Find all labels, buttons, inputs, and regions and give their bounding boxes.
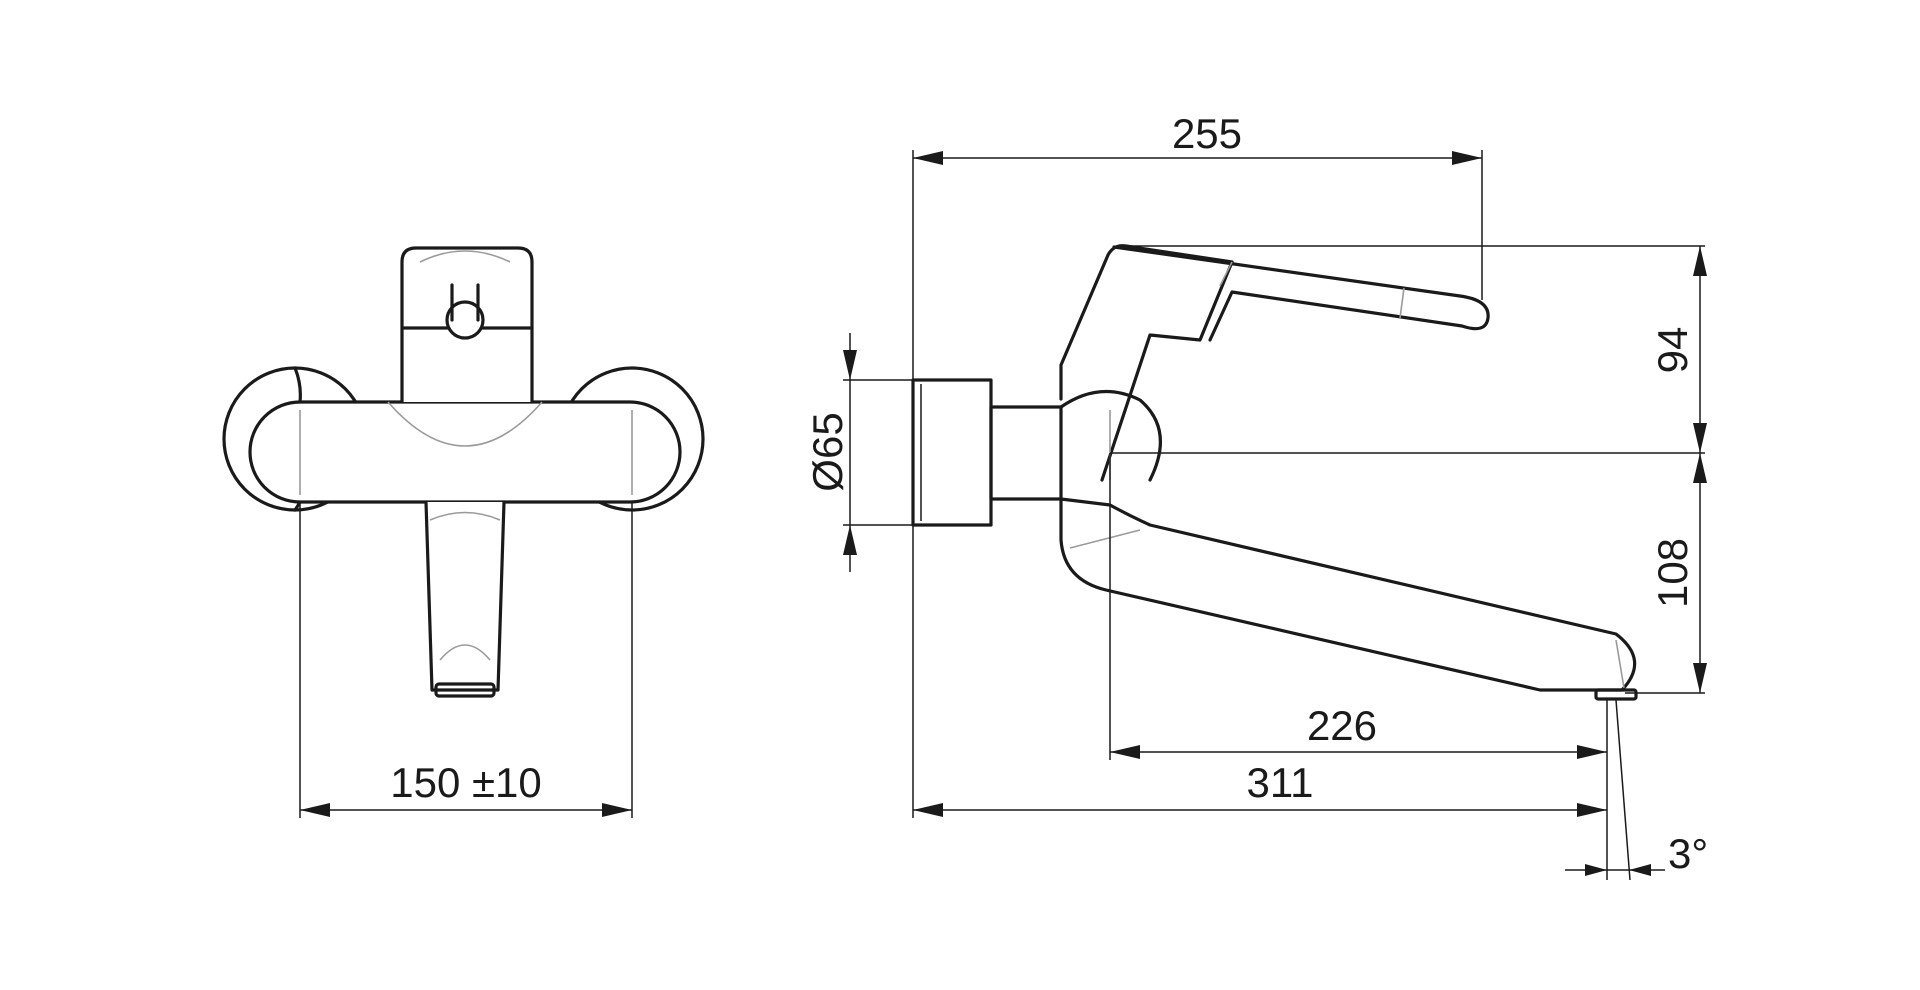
arrowhead [1577,803,1607,817]
arrowhead [300,803,330,817]
dim-label-65: Ø65 [804,412,851,491]
lever-column [1059,244,1234,482]
hidden-line [429,511,501,521]
side-spout [1059,497,1637,692]
dim-label-150: 150 ±10 [390,759,542,806]
arrowhead [843,350,857,380]
valve-housing [1059,389,1162,482]
arrowhead [602,803,632,817]
hidden-line [387,401,543,447]
arrowhead [1585,864,1607,876]
handle-knob [445,300,485,340]
mixer-body [248,400,682,504]
dim-label-108: 108 [1649,538,1696,608]
side-aerator [1594,688,1638,701]
arrowhead [1693,246,1707,276]
front-spout [424,500,506,692]
side-view: 255 94 108 Ø65 226 311 3° [804,110,1708,881]
front-view: 150 ±10 [222,246,705,818]
arrowhead [1629,864,1651,876]
arrowhead [1693,663,1707,693]
dim-label-angle: 3° [1668,830,1708,877]
extension-line [1615,699,1631,881]
lever-arm [1112,245,1490,342]
wall-rosette [911,378,993,527]
dim-label-94: 94 [1649,327,1696,374]
hidden-line [1399,287,1405,319]
dim-label-311: 311 [1247,759,1314,806]
hidden-line [1219,261,1233,287]
hidden-line [419,250,511,263]
arrowhead [913,151,943,165]
arrowhead [913,803,943,817]
dim-label-255: 255 [1172,110,1242,157]
arrowhead [1110,745,1140,759]
hidden-line [439,644,491,661]
arrowhead [843,525,857,555]
side-body [989,405,1063,501]
hidden-line [299,410,633,495]
arrowhead [1577,745,1607,759]
arrowhead [1693,423,1707,453]
arrowhead [1452,151,1482,165]
aerator [434,682,496,698]
hidden-line [1069,529,1625,689]
dim-label-226: 226 [1307,702,1377,749]
arrowhead [1693,453,1707,483]
